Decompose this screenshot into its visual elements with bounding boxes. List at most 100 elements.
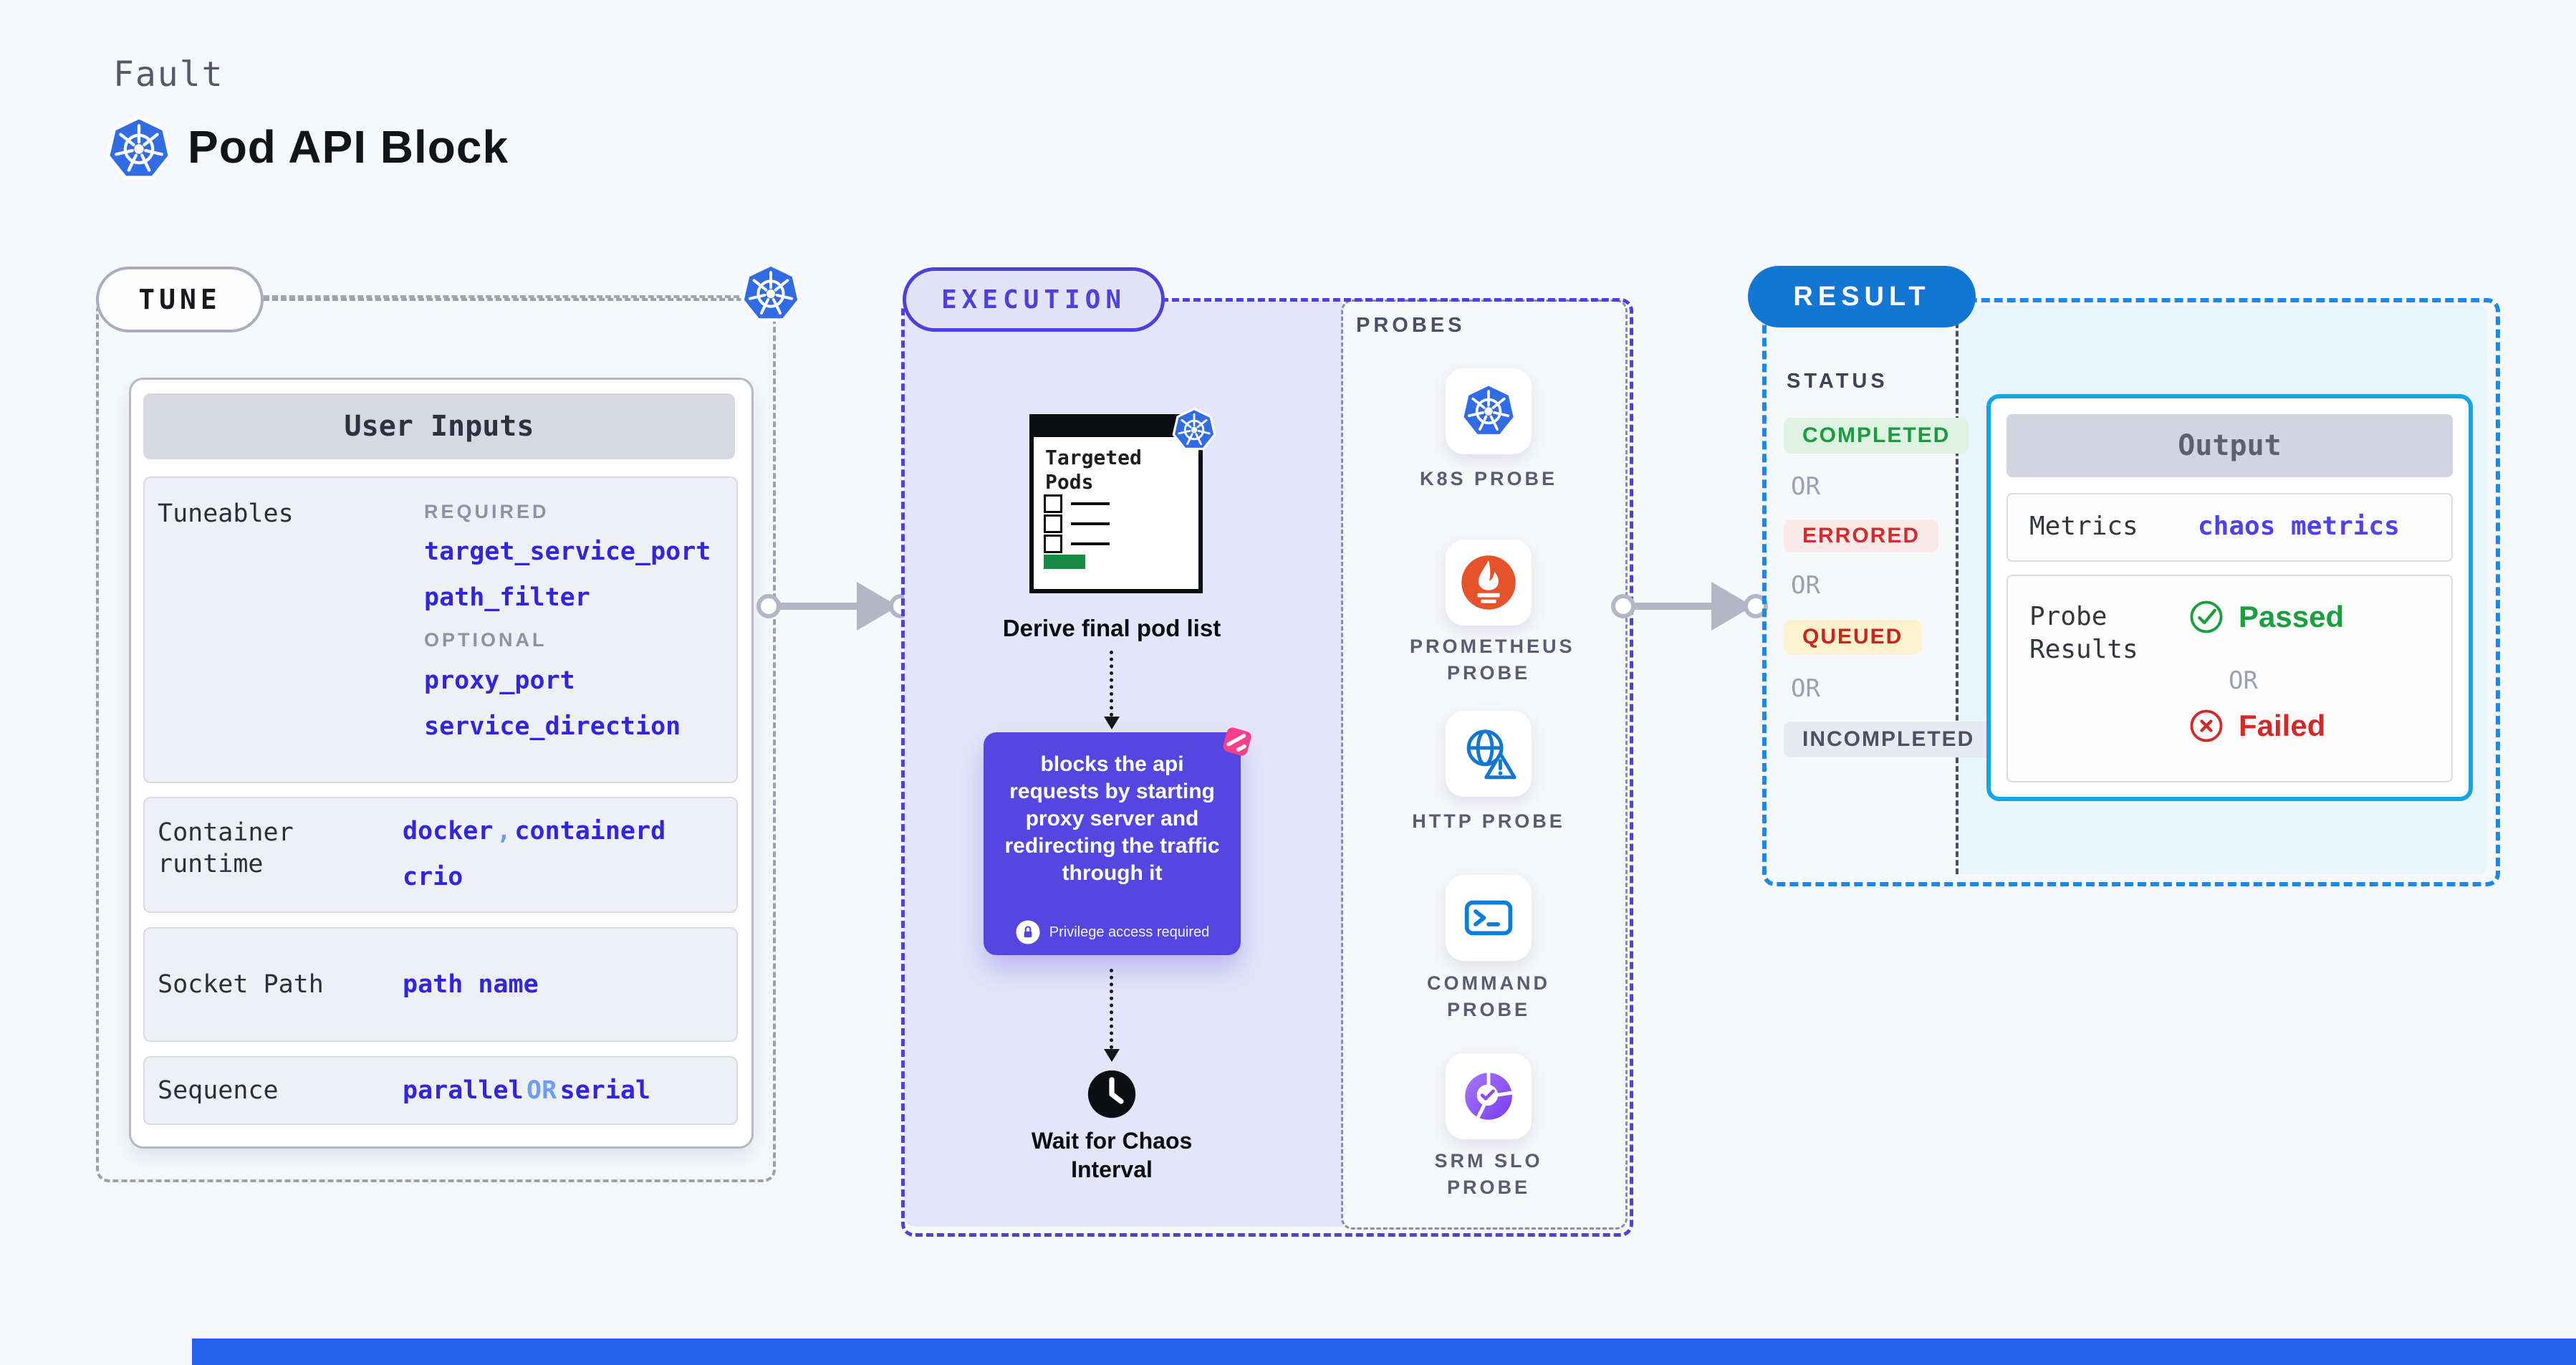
dotted-arrow-head: [1104, 1049, 1120, 1062]
probe-label: SRM SLO PROBE: [1434, 1150, 1543, 1198]
line-glyph: [1071, 542, 1110, 545]
pod-checkbox-row: [1044, 494, 1110, 513]
tunable-target-service-port: target_service_port: [424, 537, 711, 566]
fault-kicker: Fault: [113, 54, 224, 95]
result-divider: [1956, 305, 1959, 874]
passed-result: Passed: [2187, 598, 2344, 636]
wait-chaos-interval-label: Wait for Chaos Interval: [1031, 1128, 1193, 1182]
output-header: Output: [2007, 414, 2453, 477]
checkbox-icon: [1044, 535, 1062, 553]
probe-label: K8S PROBE: [1419, 468, 1558, 489]
kubernetes-icon: [105, 115, 173, 183]
probe-card-prometheus: [1446, 540, 1532, 626]
probe-label: COMMAND PROBE: [1427, 972, 1550, 1020]
targeted-pods-icon: Targeted Pods: [1029, 414, 1203, 593]
fault-action-box: blocks the api requests by starting prox…: [984, 732, 1241, 955]
checkbox-icon: [1044, 494, 1062, 513]
container-runtime-label: Container runtime: [158, 818, 294, 878]
required-label: REQUIRED: [424, 501, 549, 522]
status-badge-queued: QUEUED: [1784, 620, 1922, 654]
probe-card-command: [1446, 875, 1532, 961]
or-separator: OR: [2229, 666, 2258, 695]
tunable-service-direction: service_direction: [424, 712, 681, 741]
execution-section-badge: EXECUTION: [903, 267, 1165, 332]
derive-pod-list-label: Derive final pod list: [1002, 615, 1221, 641]
failed-label: Failed: [2239, 709, 2326, 742]
checkbox-icon: [1044, 514, 1062, 533]
status-badge-incompleted: INCOMPLETED: [1784, 722, 1994, 757]
tune-section-box: [96, 298, 776, 1182]
connector-dot: [1611, 594, 1635, 618]
pod-checkbox-row: [1044, 535, 1110, 553]
tune-section-badge: TUNE: [96, 267, 264, 332]
sequence-parallel: parallel: [403, 1076, 524, 1105]
result-section-box: [1762, 298, 2500, 886]
probe-card-srm-slo: [1446, 1053, 1532, 1139]
container-runtime-row: Container runtime docker , containerd cr…: [143, 797, 738, 913]
probe-label: HTTP PROBE: [1412, 810, 1565, 832]
lock-icon: [1015, 919, 1041, 945]
probe-results-row: Probe Results Passed OR Failed: [2007, 575, 2453, 782]
tunable-path-filter: path_filter: [424, 583, 590, 612]
optional-label: OPTIONAL: [424, 629, 547, 651]
targeted-pods-header-bar: [1034, 418, 1198, 437]
bottom-banner: [192, 1338, 2576, 1365]
line-glyph: [1071, 502, 1110, 505]
page-title: Pod API Block: [188, 121, 509, 173]
fault-action-text: blocks the api requests by starting prox…: [1004, 752, 1220, 885]
connector-dot: [756, 594, 781, 618]
probe-card-k8s: [1446, 368, 1532, 454]
metrics-value: chaos metrics: [2198, 512, 2400, 541]
sequence-serial: serial: [559, 1076, 651, 1105]
dotted-arrow-head: [1104, 717, 1120, 729]
or-separator: OR: [1791, 472, 1820, 501]
prometheus-icon: [1459, 553, 1518, 612]
sequence-label: Sequence: [158, 1076, 279, 1105]
green-bar: [1044, 555, 1085, 569]
passed-label: Passed: [2239, 600, 2345, 633]
kubernetes-icon: [1459, 382, 1518, 441]
tune-dashed-connector: [264, 295, 739, 298]
probe-card-http: [1446, 711, 1532, 797]
dotted-flow-arrow: [1110, 969, 1113, 1049]
runtime-separator: ,: [496, 817, 511, 846]
sequence-or: OR: [527, 1076, 557, 1105]
execution-section-box: [901, 298, 1633, 1237]
tunable-proxy-port: proxy_port: [424, 666, 575, 695]
status-badge-completed: COMPLETED: [1784, 418, 1969, 454]
user-inputs-header: User Inputs: [143, 393, 735, 459]
runtime-containerd: containerd: [514, 817, 666, 846]
socket-path-row: Socket Path path name: [143, 927, 738, 1042]
dotted-flow-arrow: [1110, 651, 1113, 717]
globe-warning-icon: [1459, 724, 1518, 783]
probe-results-label: Probe Results: [2029, 602, 2138, 664]
result-section-badge: RESULT: [1748, 266, 1976, 327]
kubernetes-icon: [739, 262, 802, 325]
metrics-label: Metrics: [2029, 512, 2138, 541]
status-badge-errored: ERRORED: [1784, 519, 1939, 552]
status-label: STATUS: [1787, 370, 1888, 393]
status-list: COMPLETED OR ERRORED OR QUEUED OR INCOMP…: [1784, 418, 1994, 757]
or-separator: OR: [1791, 571, 1820, 600]
privilege-note-row: Privilege access required: [984, 919, 1241, 945]
output-card: Output Metrics chaos metrics Probe Resul…: [1986, 394, 2473, 801]
line-glyph: [1071, 522, 1110, 525]
probe-label: PROMETHEUS PROBE: [1410, 636, 1575, 684]
kubernetes-icon: [1171, 407, 1217, 453]
pod-checkbox-row: [1044, 514, 1110, 533]
privilege-note: Privilege access required: [1049, 924, 1210, 940]
x-circle-icon: [2187, 707, 2226, 745]
probes-section-label: PROBES: [1356, 314, 1466, 337]
tuneables-label: Tuneables: [158, 499, 294, 528]
check-circle-icon: [2187, 598, 2226, 636]
metrics-row: Metrics chaos metrics: [2007, 493, 2453, 562]
runtime-crio: crio: [403, 863, 463, 891]
clock-icon: [1086, 1068, 1138, 1120]
or-separator: OR: [1791, 674, 1820, 703]
tuneables-row: Tuneables REQUIRED target_service_port p…: [143, 476, 738, 783]
socket-path-label: Socket Path: [158, 970, 324, 999]
sequence-row: Sequence parallel OR serial: [143, 1056, 738, 1125]
chaos-logo-icon: [1216, 721, 1258, 762]
tune-to-execution-arrow: [777, 603, 860, 610]
execution-to-result-arrow: [1631, 603, 1714, 610]
